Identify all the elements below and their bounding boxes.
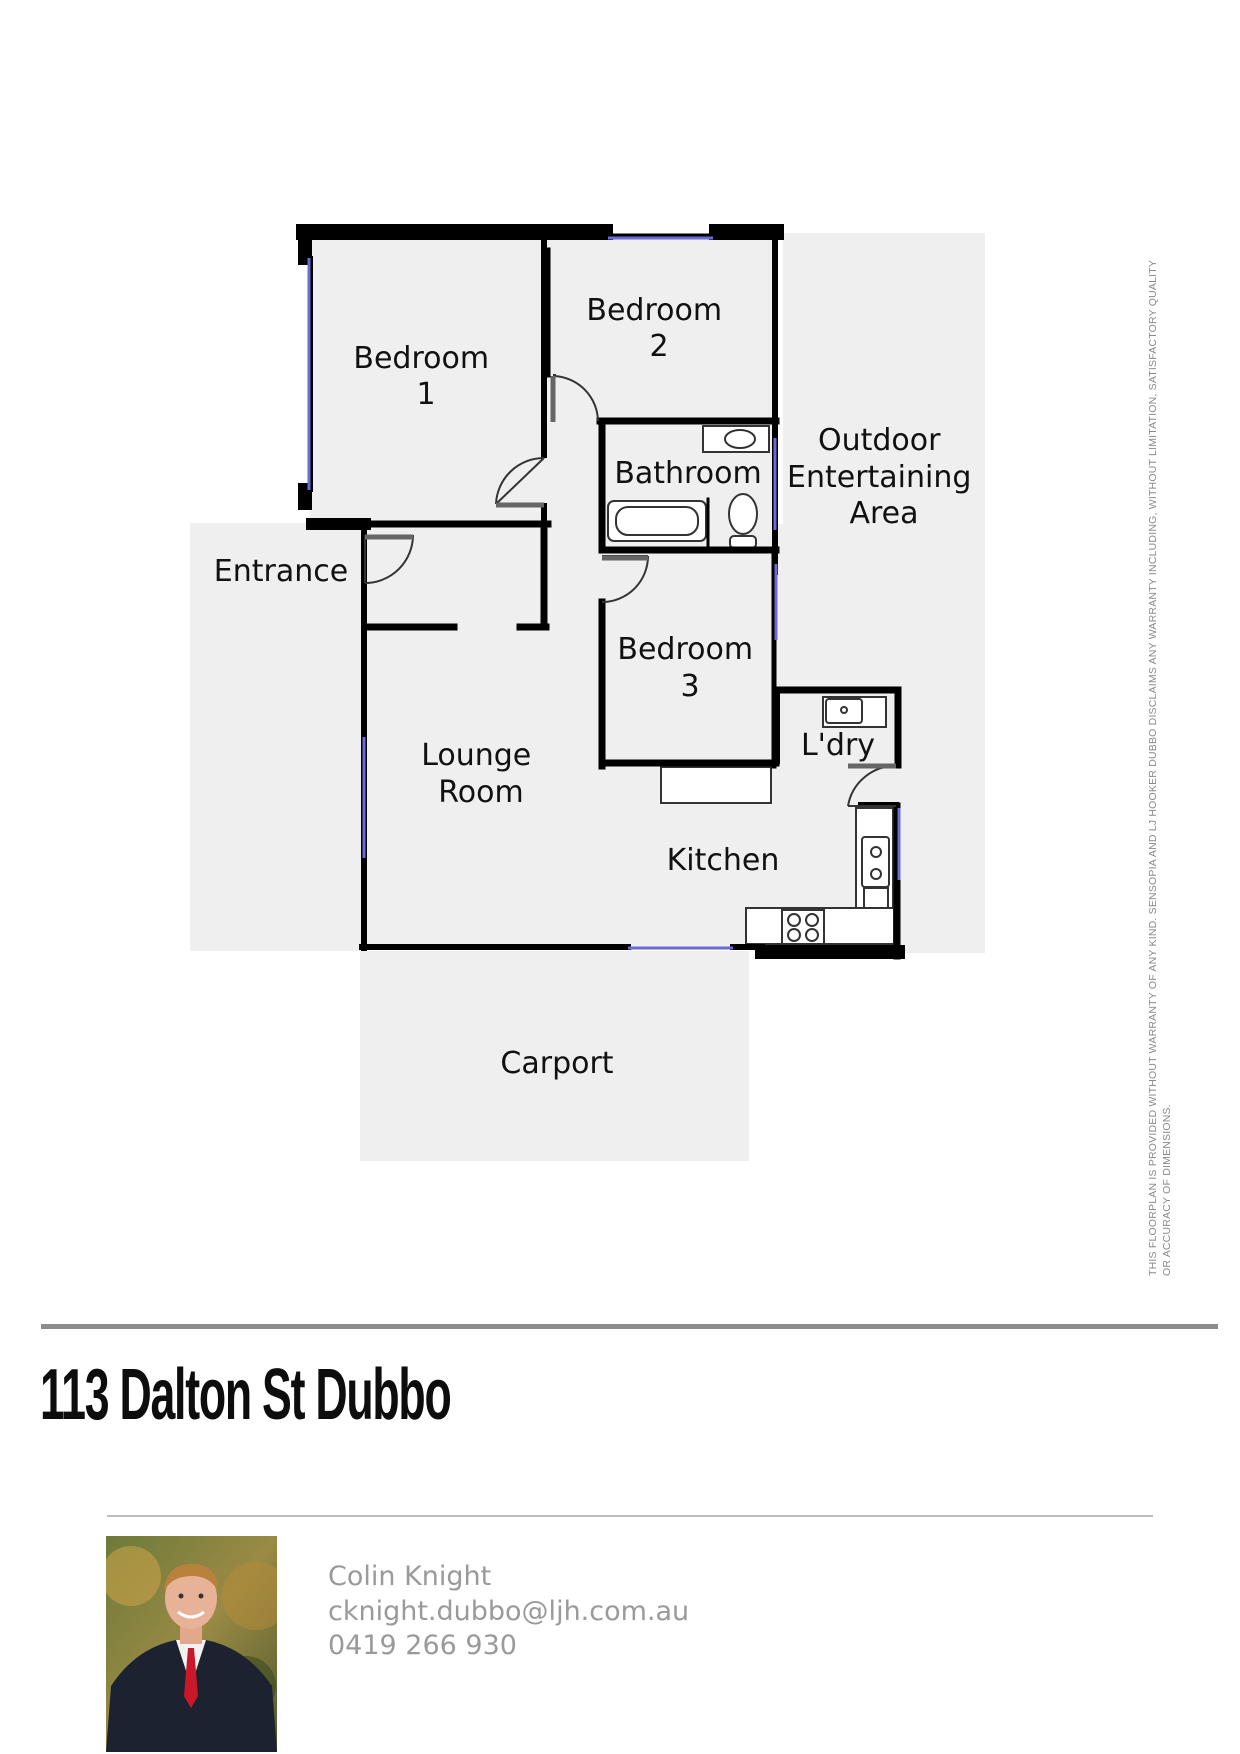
bathroom-basin (724, 429, 756, 449)
floorplan: Bedroom 1 Bedroom 2 Bathroom Outdoor Ent… (190, 224, 985, 1161)
walls (296, 224, 905, 960)
bathtub-inner (615, 506, 699, 536)
cooktop-burner-4 (805, 928, 819, 942)
disclaimer-line-1: THIS FLOORPLAN IS PROVIDED WITHOUT WARRA… (1147, 259, 1159, 1276)
agent-name: Colin Knight (328, 1561, 492, 1592)
kitchen-sink-drain-1 (870, 846, 882, 858)
door-bedroom2 (552, 374, 599, 422)
toilet-cistern (729, 535, 757, 549)
room-label-bedroom2: Bedroom 2 (586, 293, 731, 364)
door-bedroom1 (495, 456, 545, 505)
toilet-bowl (728, 493, 758, 535)
kitchen-bench-top (660, 766, 772, 804)
agent-portrait-illustration (106, 1536, 277, 1752)
cooktop-burner-2 (805, 913, 819, 927)
cooktop-burner-3 (787, 928, 801, 942)
laundry-drain (840, 706, 848, 714)
entrance-area-floor (190, 523, 362, 951)
agent-email[interactable]: cknight.dubbo@ljh.com.au (328, 1595, 690, 1627)
agent-photo (106, 1536, 277, 1752)
room-label-carport: Carport (500, 1046, 613, 1081)
room-label-entrance: Entrance (214, 554, 348, 589)
door-entrance (364, 534, 414, 584)
room-label-lounge: Lounge Room (421, 738, 541, 810)
carport-floor (360, 951, 749, 1161)
kitchen-drainer (863, 887, 889, 909)
agent-divider (107, 1515, 1153, 1517)
room-label-kitchen: Kitchen (667, 843, 780, 878)
property-address: 113 Dalton St Dubbo (40, 1355, 452, 1435)
room-label-bathroom: Bathroom (614, 456, 761, 491)
disclaimer-line-2: OR ACCURACY OF DIMENSIONS. (1161, 1104, 1173, 1276)
room-label-bedroom3: Bedroom 3 (617, 632, 762, 704)
fixtures (607, 425, 895, 945)
agent-phone[interactable]: 0419 266 930 (328, 1630, 517, 1661)
room-label-bedroom1: Bedroom 1 (353, 341, 498, 412)
room-label-laundry: L'dry (801, 728, 875, 763)
windows (307, 236, 901, 950)
wall-laundry (774, 686, 902, 769)
house-floor-b (362, 524, 900, 948)
kitchen-sink-drain-2 (870, 868, 882, 880)
section-divider (41, 1324, 1218, 1329)
agent-details: Colin Knight cknight.dubbo@ljh.com.au 04… (328, 1560, 689, 1664)
room-label-outdoor: Outdoor Entertaining Area (787, 423, 981, 531)
doors (364, 374, 897, 807)
cooktop-burner-1 (787, 913, 801, 927)
